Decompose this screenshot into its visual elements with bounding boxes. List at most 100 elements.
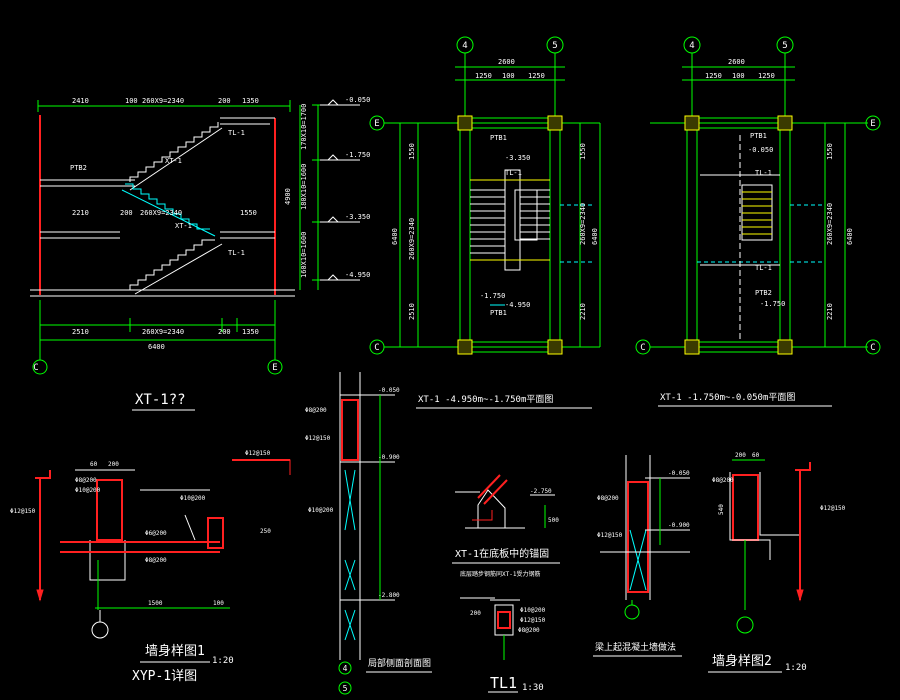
beam-r1: Φ8@200	[597, 495, 619, 502]
side-r1: Φ8@200	[305, 407, 327, 414]
title-wall1: 墙身样图1	[145, 643, 205, 659]
axis-e-left: E	[272, 363, 277, 373]
side-r2: Φ10@200	[308, 507, 334, 514]
anchor-500: 500	[548, 517, 559, 524]
plan1-1550-r: 1550	[579, 143, 587, 160]
tl1-r1: Φ8@200	[518, 627, 540, 634]
plan1-steps-r: 260X9=2340	[579, 203, 587, 245]
plan1-ptb1-b: PTB1	[490, 309, 507, 317]
dim-200: 200	[218, 97, 231, 105]
anchor-detail	[455, 474, 555, 660]
beam-r3: Φ12@150	[597, 532, 623, 539]
dim-2210: 2210	[72, 209, 89, 217]
side-level-2800: -2.800	[378, 592, 400, 599]
plan1-ptb1: PTB1	[490, 134, 507, 142]
axis-c-left: C	[33, 363, 38, 373]
plan1-6400-r: 6400	[591, 228, 599, 245]
beam-wall-detail	[600, 455, 690, 620]
d1-250: 250	[260, 528, 271, 535]
plan2-steps: 260X9=2340	[826, 203, 834, 245]
d2-r1: Φ8@200	[712, 477, 734, 484]
plan2-6400: 6400	[846, 228, 854, 245]
dim-1550: 1550	[240, 209, 257, 217]
dim-v-total: 4900	[284, 188, 292, 205]
d2-540: 540	[718, 504, 725, 515]
title-anchor: XT-1在底板中的锚固	[455, 547, 549, 560]
axis-4-side: 4	[343, 664, 348, 673]
plan1-6400: 6400	[391, 228, 399, 245]
dim-200-mid: 200	[120, 209, 133, 217]
dim-2510: 2510	[72, 328, 89, 336]
stair-section	[30, 99, 360, 375]
label-xt1-b: XT-1	[175, 222, 192, 230]
axis-c-plan2-r: C	[870, 343, 875, 353]
d2-200: 200	[735, 452, 746, 459]
dim-steps-mid: 260X9=2340	[140, 209, 182, 217]
side-level-0900: -0.900	[378, 454, 400, 461]
dim-steps-top: 260X9=2340	[142, 97, 184, 105]
label-tl1-b: TL-1	[228, 249, 245, 257]
plan1-level-4950: -4.950	[505, 301, 530, 309]
plan2-level-1750: -1.750	[760, 300, 785, 308]
plan1-steps: 260X9=2340	[408, 218, 416, 260]
plan1-2510: 2510	[408, 303, 416, 320]
axis-c-plan2: C	[640, 343, 645, 353]
plan1-1250b: 1250	[528, 72, 545, 80]
axis-4-plan2: 4	[689, 41, 694, 51]
plan1-1550: 1550	[408, 143, 416, 160]
d1-r1: Φ8@200	[75, 477, 97, 484]
axis-5-plan2: 5	[782, 41, 787, 51]
dim-v2: 180X10=1600	[300, 164, 308, 210]
title-wall2: 墙身样图2	[712, 653, 772, 669]
axis-4-plan1: 4	[462, 41, 467, 51]
side-section	[338, 372, 395, 695]
wall-detail-2	[729, 459, 811, 634]
level-1750: -1.750	[345, 151, 370, 159]
title-tl1-scale: 1:30	[522, 683, 544, 693]
plan2-level-0050: -0.050	[748, 146, 773, 154]
axis-c-plan1: C	[374, 343, 379, 353]
plan2-1250a: 1250	[705, 72, 722, 80]
anchor-level: -2.750	[530, 488, 552, 495]
dim-v1: 170X10=1700	[300, 104, 308, 150]
plan2-ptb2: PTB2	[755, 289, 772, 297]
plan1-100: 100	[502, 72, 515, 80]
level-3350: -3.350	[345, 213, 370, 221]
d1-r3b: Φ12@150	[245, 450, 271, 457]
label-tl1: TL-1	[228, 129, 245, 137]
d2-60: 60	[752, 452, 760, 459]
side-level-0050: -0.050	[378, 387, 400, 394]
title-plan2: XT-1 -1.750m~-0.050m平面图	[660, 392, 795, 403]
tl1-d200: 200	[470, 610, 481, 617]
d1-100: 100	[213, 600, 224, 607]
d1-r2b: Φ10@200	[180, 495, 206, 502]
plan2-2600: 2600	[728, 58, 745, 66]
tl1-r2: Φ10@200	[520, 607, 546, 614]
axis-e-plan2: E	[870, 119, 875, 129]
dim-6400: 6400	[148, 343, 165, 351]
label-ptb2: PTB2	[70, 164, 87, 172]
plan1-tl1: TL-1	[505, 169, 522, 177]
d1-r1b: Φ8@200	[145, 557, 167, 564]
axis-5-plan1: 5	[552, 41, 557, 51]
level-4950: -4.950	[345, 271, 370, 279]
dim-steps-bot: 260X9=2340	[142, 328, 184, 336]
plan2-tl1: TL-1	[755, 169, 772, 177]
plan1-level-3350: -3.350	[505, 154, 530, 162]
dim-1350: 1350	[242, 97, 259, 105]
axis-e-plan1: E	[374, 119, 379, 129]
title-anchor-sub: 底层踏步钢筋同XT-1受力钢筋	[460, 570, 540, 578]
plan2-tl1-b: TL-1	[755, 264, 772, 272]
tl1-r3: Φ12@150	[520, 617, 546, 624]
plan2-2210: 2210	[826, 303, 834, 320]
d2-r3: Φ12@150	[820, 505, 846, 512]
dim-100: 100	[125, 97, 138, 105]
title-section: XT-1??	[135, 392, 186, 408]
dim-v3: 160X10=1600	[300, 232, 308, 278]
plan1-1250a: 1250	[475, 72, 492, 80]
plan2-ptb1: PTB1	[750, 132, 767, 140]
title-wall1-sub: XYP-1详图	[132, 669, 197, 684]
wall-detail-1	[35, 459, 291, 639]
title-wall2-scale: 1:20	[785, 663, 807, 673]
